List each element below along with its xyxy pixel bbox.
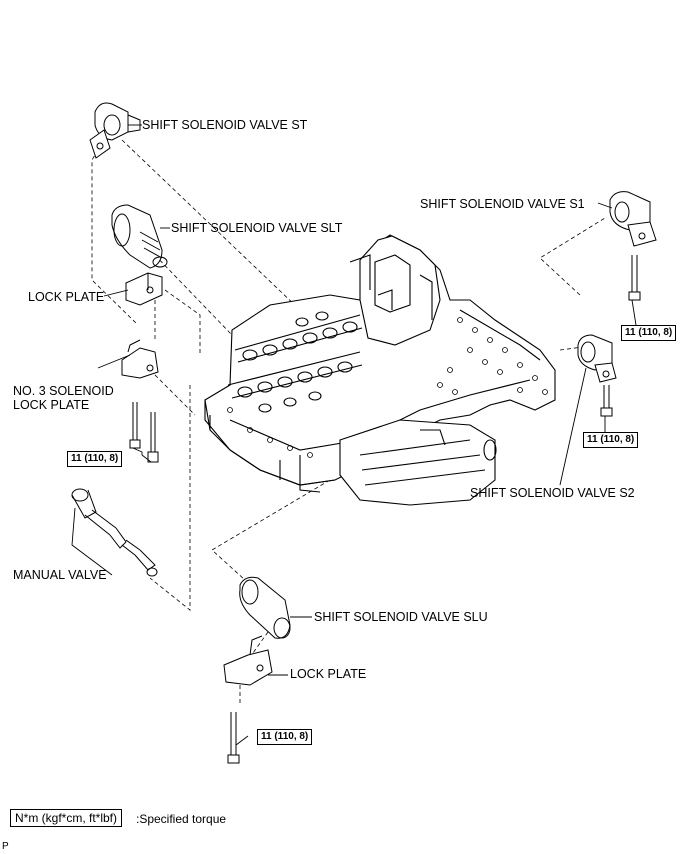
label-lock-plate-lower: LOCK PLATE [290,667,367,681]
leader-lines [71,124,637,746]
spool-row-lower [227,351,363,413]
legend-torque-unit-box: N*m (kgf*cm, ft*lbf) [10,809,123,827]
torque-spec-slu-bolt: 11 (110, 8) [257,729,313,745]
manual-valve-part [71,488,158,577]
solenoid-s1-part [609,191,657,247]
s2-bolt [600,385,613,417]
plate-holes [227,317,548,458]
label-shift-solenoid-valve-slt: SHIFT SOLENOID VALVE SLT [171,221,343,235]
valve-body [204,234,556,506]
solenoid-st-part [89,102,141,159]
spool-row-upper [234,311,363,363]
corner-mark: P [2,841,9,852]
no3-lock-plate-part [121,339,159,379]
legend-specified-torque-text: :Specified torque [136,812,227,826]
slu-bolt [227,712,240,764]
solenoid-slu-part [239,576,291,639]
solenoid-slt-part [111,204,168,269]
label-shift-solenoid-valve-s2: SHIFT SOLENOID VALVE S2 [470,486,635,500]
torque-spec-no3-bolts: 11 (110, 8) [67,451,123,467]
solenoid-s2-part [577,334,617,383]
label-lock-plate-upper: LOCK PLATE [28,290,105,304]
torque-spec-s1-bolt: 11 (110, 8) [621,325,677,341]
label-shift-solenoid-valve-s1: SHIFT SOLENOID VALVE S1 [420,197,585,211]
label-manual-valve: MANUAL VALVE [13,568,107,582]
label-shift-solenoid-valve-slu: SHIFT SOLENOID VALVE SLU [314,610,488,624]
no3-bolts [129,402,159,463]
lock-plate-lower-part [223,635,273,686]
label-no3-line2: LOCK PLATE [13,398,90,413]
label-shift-solenoid-valve-st: SHIFT SOLENOID VALVE ST [142,118,308,132]
lock-plate-upper-part [125,272,163,306]
torque-spec-s2-bolt: 11 (110, 8) [583,432,639,448]
label-no3-line1: NO. 3 SOLENOID [13,384,114,398]
s1-bolt [628,255,641,301]
label-no3-solenoid-lock-plate: NO. 3 SOLENOID LOCK PLATE [13,384,114,413]
